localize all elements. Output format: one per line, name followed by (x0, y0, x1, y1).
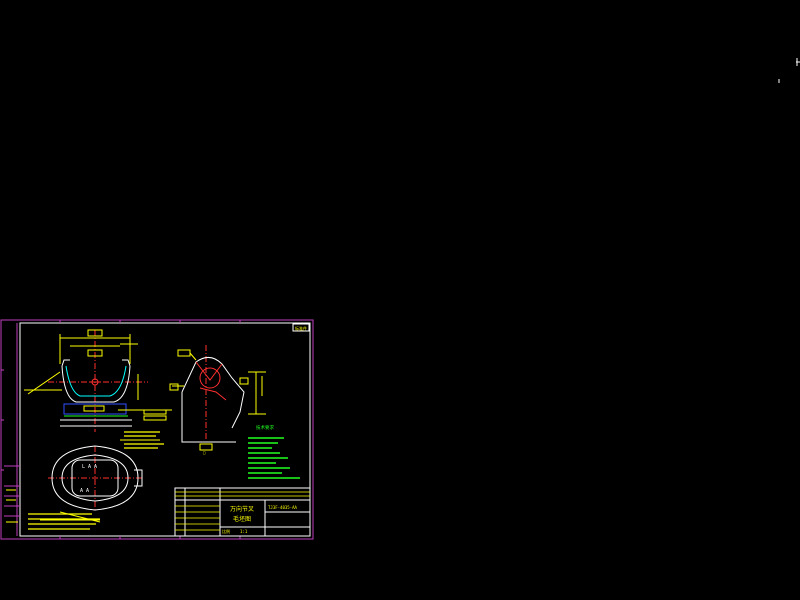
front-view (24, 329, 172, 432)
stamp-box-label: 标准件 (295, 325, 307, 331)
side-view: □ (169, 345, 266, 455)
modelspace-marks (778, 58, 800, 83)
technical-notes: 技术要求 (28, 424, 300, 530)
drawing-number: TJ3F-4035-AA (268, 505, 297, 510)
scale-value: 1:1 (240, 529, 248, 534)
bottom-view-label-b: A A (80, 488, 89, 494)
part-name-line2: 毛坯图 (233, 515, 251, 523)
bottom-view: L A A A A (40, 439, 160, 523)
notes-header: 技术要求 (256, 424, 274, 431)
title-block: 万向节叉 毛坯图 TJ3F-4035-AA 比例 1:1 (174, 487, 311, 537)
stamp-box: 标准件 (292, 323, 310, 332)
bottom-view-label-a: L A A (82, 464, 97, 470)
drawing-sheet (0, 319, 314, 540)
part-name-line1: 万向节叉 (230, 505, 254, 513)
revision-strip (6, 489, 18, 523)
side-view-note: □ (203, 450, 206, 455)
scale-label: 比例 (222, 528, 230, 534)
